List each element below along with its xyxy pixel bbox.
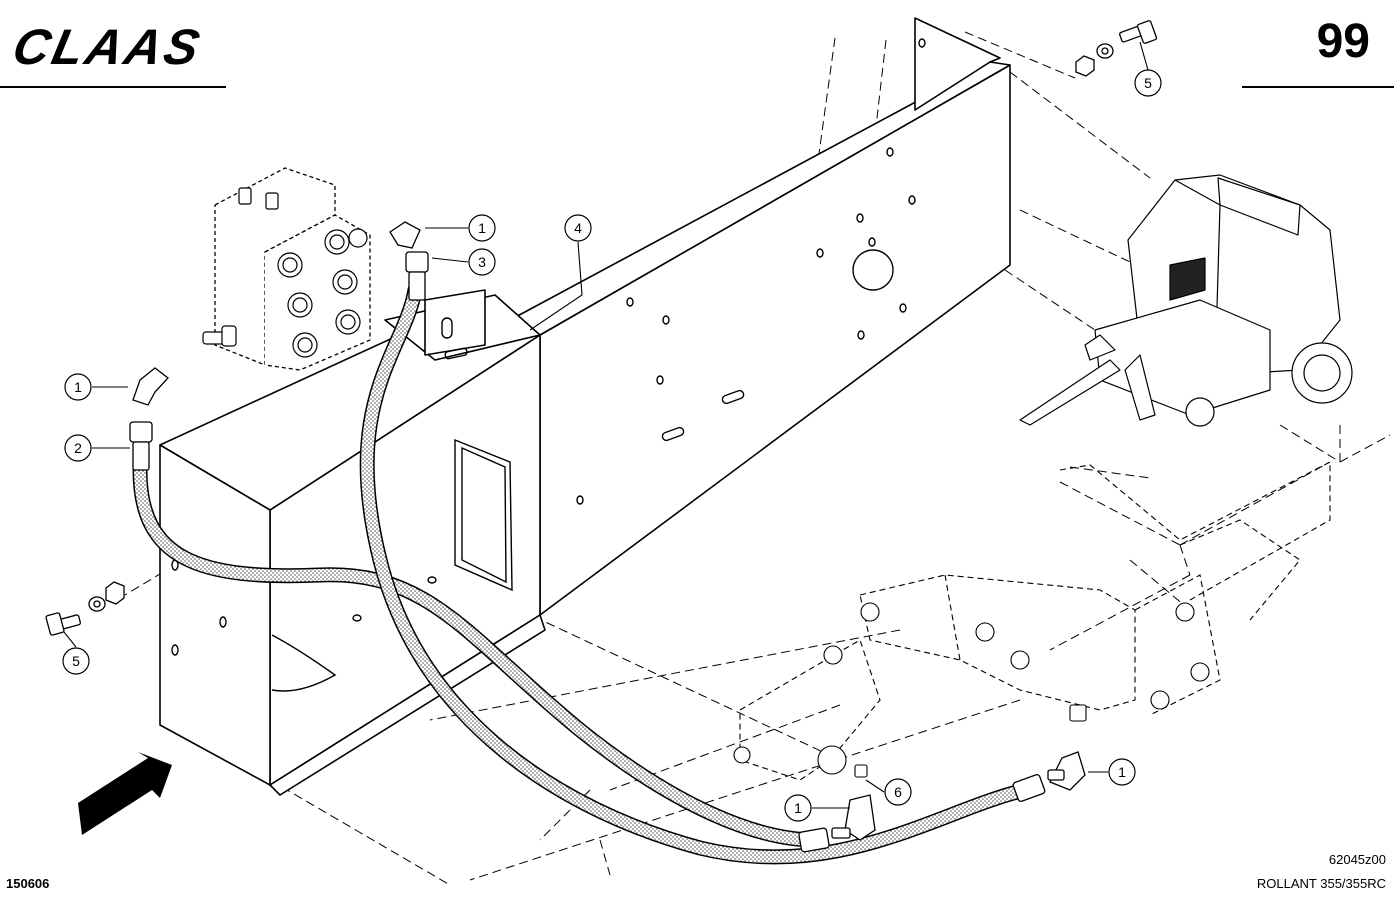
hose-end-fittings (129, 251, 1046, 853)
callout-label: 6 (894, 784, 902, 800)
callout-label: 2 (74, 440, 82, 456)
callout-4-bracket: 4 (564, 214, 592, 242)
drawing-code: 62045z00 (1328, 852, 1386, 867)
callout-5-top-bolt: 5 (1134, 69, 1162, 97)
callout-6-fitting: 6 (884, 778, 912, 806)
hydraulic-hoses (132, 282, 1033, 865)
dashed-assembly-lines (124, 31, 1391, 886)
callout-label: 1 (1118, 764, 1126, 780)
callout-label: 1 (794, 800, 802, 816)
callout-1-valve-elbow: 1 (468, 214, 496, 242)
drawbar-bolts (733, 602, 1210, 778)
elbow-fittings (132, 221, 1086, 841)
page-number: 99 (1316, 15, 1370, 68)
document-number: 150606 (6, 876, 50, 891)
bracket-holes (171, 38, 926, 692)
callout-label: 5 (1144, 75, 1152, 91)
callout-1-lower-elbow: 1 (784, 794, 812, 822)
callout-1-left-elbow: 1 (64, 373, 92, 401)
header-rule-left (0, 86, 226, 88)
callout-3-hose: 3 (468, 248, 496, 276)
callout-label: 4 (574, 220, 582, 236)
machine-model: ROLLANT 355/355RC (1256, 876, 1386, 891)
callout-label: 1 (478, 220, 486, 236)
callout-2-hose: 2 (64, 434, 92, 462)
callout-1-right-elbow: 1 (1108, 758, 1136, 786)
baler-overview (1019, 174, 1353, 427)
callout-label: 5 (72, 653, 80, 669)
support-bracket (159, 17, 1011, 796)
bolt-sets (45, 20, 1158, 636)
drawbar-frame (739, 461, 1331, 781)
callout-5-left-bolt: 5 (62, 647, 90, 675)
callout-leaders (63, 41, 1149, 809)
valve-fittings (202, 187, 368, 358)
direction-arrow (78, 752, 172, 835)
header-rule-right (1242, 86, 1394, 88)
callout-label: 3 (478, 254, 486, 270)
callout-label: 1 (74, 379, 82, 395)
